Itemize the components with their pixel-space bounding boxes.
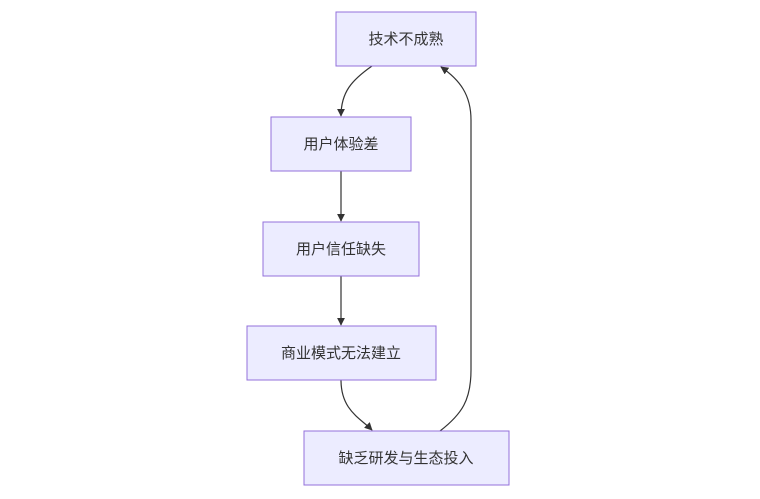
node-a-label: 技术不成熟: [368, 30, 443, 48]
node-d-label: 商业模式无法建立: [281, 344, 401, 362]
node-b-box: [270, 116, 412, 172]
node-c-label: 用户信任缺失: [296, 240, 386, 258]
edge-d-to-e: [340, 379, 373, 431]
node-e[interactable]: 缺乏研发与生态投入: [303, 430, 510, 486]
node-a-box: [335, 11, 477, 67]
node-c[interactable]: 用户信任缺失: [262, 221, 420, 277]
node-a[interactable]: 技术不成熟: [335, 11, 477, 67]
edge-e-to-a: [439, 66, 472, 432]
node-d-box: [246, 325, 437, 381]
nodes-layer: 技术不成熟 用户体验差 用户信任缺失 商业模式无法建立 缺乏研发与生态投入: [246, 11, 510, 486]
edge-a-to-b: [337, 65, 373, 117]
node-e-label: 缺乏研发与生态投入: [338, 449, 473, 467]
node-b[interactable]: 用户体验差: [270, 116, 412, 172]
node-e-box: [303, 430, 510, 486]
node-c-box: [262, 221, 420, 277]
node-d[interactable]: 商业模式无法建立: [246, 325, 437, 381]
edges-layer: [337, 65, 472, 432]
node-b-label: 用户体验差: [303, 135, 378, 153]
